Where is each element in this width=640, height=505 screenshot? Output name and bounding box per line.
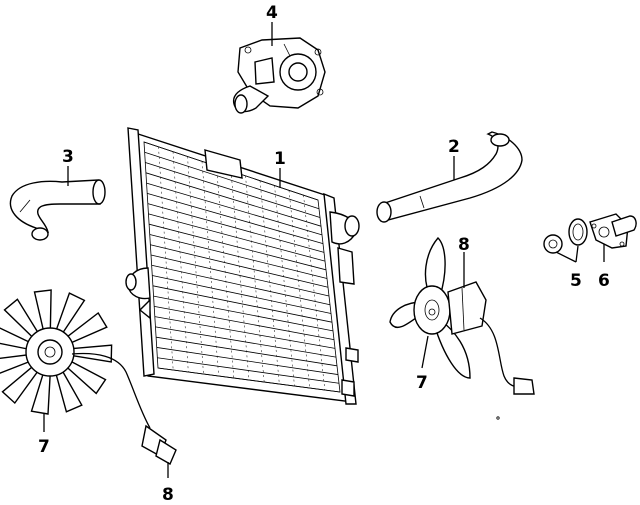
fan-blade xyxy=(30,370,52,415)
callout-4: 4 xyxy=(266,3,278,23)
radiator-tube xyxy=(216,166,235,379)
upper-hose xyxy=(376,131,523,223)
radiator-tube xyxy=(274,185,295,387)
callout-7-right: 7 xyxy=(416,373,428,393)
radiator-fins xyxy=(143,141,341,393)
lower-hose xyxy=(9,179,106,241)
callout-5: 5 xyxy=(570,271,582,291)
callout-6: 6 xyxy=(598,271,610,291)
stray-dot xyxy=(496,416,500,420)
radiator-tube xyxy=(288,190,310,389)
radiator-tube xyxy=(259,180,280,385)
leader-line-5b xyxy=(575,245,579,263)
callout-7-left: 7 xyxy=(38,437,50,457)
water-pump xyxy=(232,37,326,114)
radiator-tube xyxy=(187,156,204,375)
callout-2: 2 xyxy=(448,137,460,157)
callout-3: 3 xyxy=(62,147,74,167)
fan-motor-left-wiring xyxy=(71,352,177,465)
radiator-tube xyxy=(158,146,174,371)
callout-8-right: 8 xyxy=(458,235,470,255)
callout-8-left: 8 xyxy=(162,485,174,505)
thermostat-housing xyxy=(589,213,637,249)
callout-1: 1 xyxy=(274,149,286,169)
radiator xyxy=(125,127,360,405)
fan-left xyxy=(0,289,113,415)
radiator-tube xyxy=(172,151,189,373)
leader-line-7-right xyxy=(421,335,429,369)
radiator-tube xyxy=(201,161,219,377)
thermostat xyxy=(543,218,588,254)
fan-blade xyxy=(33,289,52,334)
fan-motor-right xyxy=(447,281,535,395)
leader-line-5a xyxy=(555,251,577,263)
